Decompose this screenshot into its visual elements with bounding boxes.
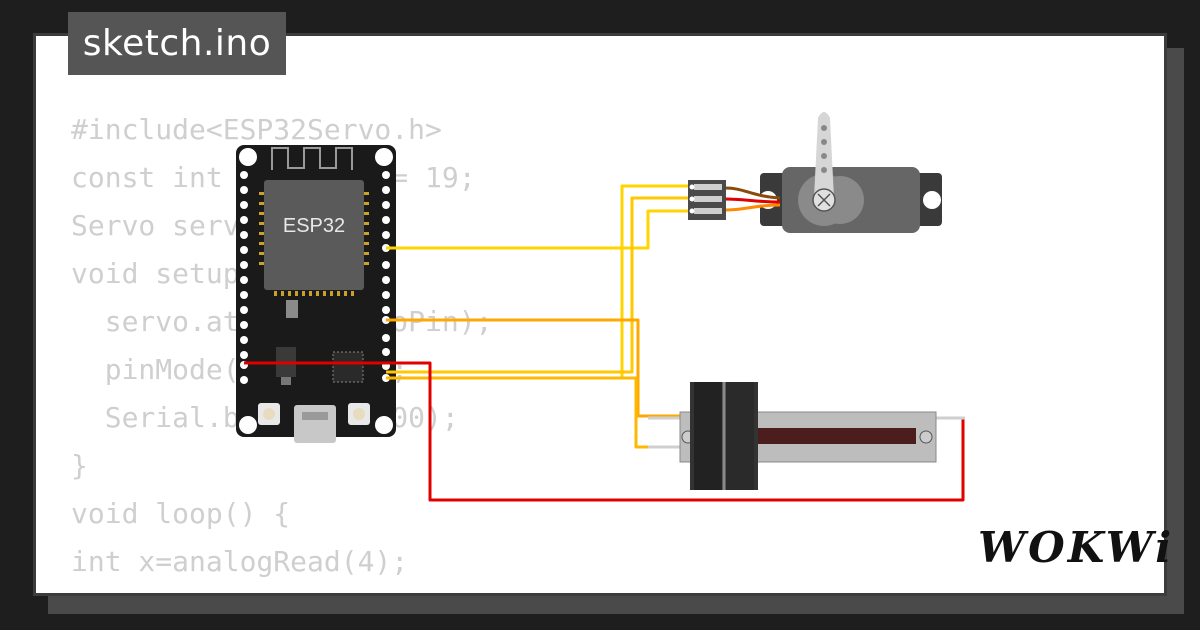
right-pin-header[interactable] — [382, 171, 390, 382]
slide-potentiometer[interactable] — [648, 382, 965, 490]
file-tab[interactable]: sketch.ino — [68, 12, 286, 75]
boot-button[interactable] — [258, 403, 280, 425]
esp32-board[interactable]: ESP32 — [236, 145, 396, 443]
en-button[interactable] — [348, 403, 370, 425]
usb-uart-chip — [332, 351, 364, 383]
wire-servo-vcc[interactable] — [386, 184, 700, 380]
chip-label: ESP32 — [283, 215, 345, 237]
servo-motor[interactable] — [688, 112, 942, 233]
wire-servo-gnd[interactable] — [386, 196, 700, 374]
code-line: #include<ESP32Servo.h> — [71, 113, 442, 146]
wire-servo-signal[interactable] — [386, 209, 700, 250]
esp32-module — [264, 180, 364, 290]
code-line: } — [71, 449, 88, 482]
wire-pot-wiper[interactable] — [386, 318, 682, 418]
code-line: int x=analogRead(4); — [71, 545, 409, 578]
wokwi-logo: WOKWi — [978, 523, 1175, 572]
left-pin-header[interactable] — [240, 171, 248, 384]
usb-port-icon — [294, 405, 336, 443]
code-line: void loop() { — [71, 497, 291, 530]
